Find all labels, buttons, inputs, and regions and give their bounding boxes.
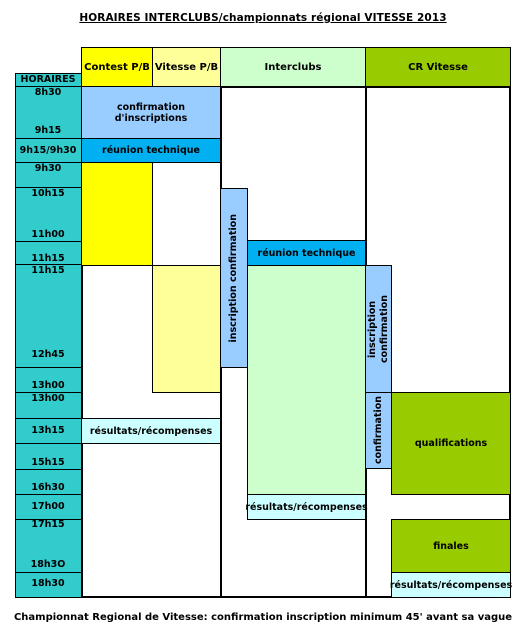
time-label: 11h00	[31, 229, 65, 240]
time-label: 9h15/9h30	[19, 145, 77, 156]
resultats-block-1: résultats/récompenses	[81, 418, 221, 444]
divider	[15, 494, 81, 495]
time-label: 15h15	[31, 457, 65, 468]
confirmation-label: confirmation	[372, 396, 384, 465]
time-label: 18h3O	[30, 559, 66, 570]
time-label: 9h30	[34, 163, 62, 174]
divider	[15, 241, 81, 242]
time-label: 17h15	[31, 519, 65, 530]
resultats-block-2: résultats/récompenses	[245, 494, 368, 520]
time-label: 16h30	[31, 482, 65, 493]
header-cr-vitesse: CR Vitesse	[365, 47, 511, 87]
time-label: 12h45	[31, 349, 65, 360]
header-vitesse-pb: Vitesse P/B	[152, 47, 221, 87]
confirmation-block: confirmation	[365, 392, 392, 469]
qualifications-block: qualifications	[391, 392, 511, 495]
confirmation-inscriptions-block: confirmation d'inscriptions	[81, 86, 221, 139]
reunion-technique-block: réunion technique	[81, 138, 221, 163]
divider	[15, 162, 81, 163]
time-label: 13h00	[31, 393, 65, 404]
inscription-confirmation-label: inscription confirmation	[228, 213, 239, 343]
inscription-confirmation-block-1: inscription confirmation	[220, 188, 248, 368]
schedule-table	[81, 86, 511, 598]
divider	[15, 443, 81, 444]
vitesse-block	[152, 265, 221, 393]
divider	[15, 187, 81, 188]
time-label: 11h15	[31, 253, 65, 264]
inscription-confirmation-block-2: inscription confirmation	[365, 265, 392, 393]
divider	[15, 367, 81, 368]
time-label: 13h15	[31, 425, 65, 436]
time-label: 18h30	[31, 578, 65, 589]
divider	[15, 86, 81, 87]
time-column	[15, 73, 82, 598]
contest-block	[81, 162, 153, 266]
header-contest-pb: Contest P/B	[81, 47, 153, 87]
time-label: 11h15	[31, 265, 65, 276]
divider	[15, 418, 81, 419]
finales-block: finales	[391, 519, 511, 573]
resultats-block-3: résultats/récompenses	[390, 572, 512, 598]
inscription-confirmation-label: inscription confirmation	[366, 294, 390, 364]
time-label: 13h00	[31, 380, 65, 391]
divider	[15, 392, 81, 393]
divider	[15, 264, 81, 265]
divider	[15, 469, 81, 470]
time-label: 9h15	[34, 125, 62, 136]
divider	[15, 519, 81, 520]
divider	[15, 572, 81, 573]
interclubs-block	[247, 265, 366, 495]
reunion-technique-block-2: réunion technique	[247, 240, 366, 266]
horaires-header: HORAIRES	[20, 74, 76, 85]
footer-note: Championnat Regional de Vitesse: confirm…	[13, 612, 513, 623]
header-interclubs: Interclubs	[220, 47, 366, 87]
page-title: HORAIRES INTERCLUBS/championnats régiona…	[79, 12, 447, 24]
divider	[15, 138, 81, 139]
time-label: 10h15	[31, 188, 65, 199]
time-label: 8h30	[34, 87, 62, 98]
time-label: 17h00	[31, 501, 65, 512]
